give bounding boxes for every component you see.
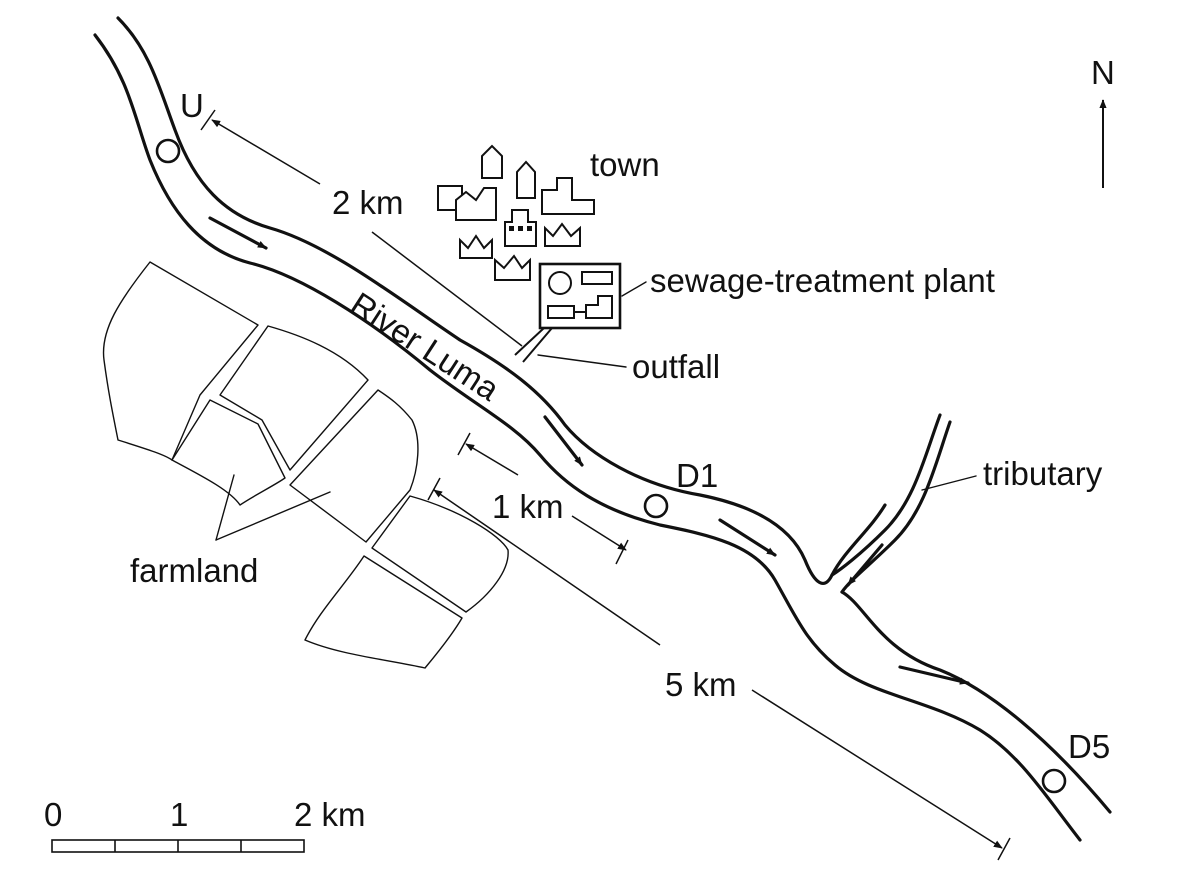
distance-outfall-to-d1: 1 km	[457, 432, 629, 565]
site-u-label: U	[180, 87, 204, 124]
tributary-bank-west	[830, 413, 942, 577]
dimension-tick	[427, 477, 441, 501]
tank-icon	[585, 295, 613, 319]
dimension-arrow	[211, 119, 321, 185]
dimension-arrow	[571, 515, 627, 551]
sewage-treatment-plant: sewage-treatment plant	[538, 262, 995, 330]
outfall-pipe	[522, 327, 553, 363]
river-name-label: River Luma	[344, 285, 506, 408]
house-icon	[455, 187, 497, 221]
farmland-leader-line	[215, 474, 235, 541]
dimension-arrow	[751, 689, 1003, 849]
house-icon	[459, 234, 493, 259]
river-bank-north-lower	[840, 590, 1112, 814]
farmland-label: farmland	[130, 552, 258, 589]
site-d5-label: D5	[1068, 728, 1110, 765]
house-icon	[516, 160, 536, 199]
settling-tank-icon	[548, 271, 572, 295]
window-icon	[509, 226, 514, 231]
field-outline	[304, 555, 463, 669]
plant-leader-line	[621, 281, 647, 297]
flow-arrow-3	[718, 518, 777, 557]
dimension-tick	[457, 432, 471, 456]
north-arrow: N	[1091, 54, 1115, 188]
town: town	[437, 144, 660, 281]
tributary-bank-east	[840, 420, 952, 594]
distance-label-5km: 5 km	[665, 666, 737, 703]
farmland: farmland	[102, 261, 509, 669]
dimension-line	[371, 231, 523, 347]
dimension-arrow	[465, 443, 519, 476]
site-d5-marker	[1041, 768, 1067, 794]
farmland-leader-line	[215, 491, 331, 541]
field-outline	[171, 399, 286, 506]
field-outline	[289, 389, 419, 543]
tributary-label: tributary	[983, 455, 1103, 492]
outfall-leader-line	[537, 354, 627, 368]
flow-arrow-tributary	[846, 543, 884, 587]
house-icon	[541, 177, 595, 215]
scale-bar: 0 1 2 km	[44, 796, 366, 853]
dimension-arrow	[433, 489, 661, 646]
distance-outfall-to-d5: 5 km	[427, 477, 1011, 861]
house-icon	[544, 222, 581, 247]
tank-icon	[547, 305, 575, 319]
outfall: outfall	[514, 327, 720, 385]
dimension-tick	[200, 109, 216, 131]
outfall-label: outfall	[632, 348, 720, 385]
river-bank-south	[93, 33, 1082, 842]
scale-tick-2km: 2 km	[294, 796, 366, 833]
tank-icon	[581, 271, 613, 285]
window-icon	[527, 226, 532, 231]
dimension-tick	[615, 539, 629, 565]
scale-tick-0: 0	[44, 796, 62, 833]
plant-label: sewage-treatment plant	[650, 262, 995, 299]
flow-arrow-1	[208, 216, 268, 250]
town-label: town	[590, 146, 660, 183]
distance-label-1km: 1 km	[492, 488, 564, 525]
window-icon	[518, 226, 523, 231]
site-u-marker	[155, 138, 181, 164]
distance-u-to-outfall: 2 km	[200, 109, 523, 347]
sampling-sites: U D1 D5	[155, 87, 1110, 794]
field-outline	[219, 325, 369, 471]
house-icon	[494, 254, 531, 281]
dimension-tick	[997, 837, 1011, 861]
outfall-pipe	[514, 327, 545, 356]
distance-label-2km: 2 km	[332, 184, 404, 221]
scale-tick-1: 1	[170, 796, 188, 833]
flow-arrow-4	[898, 665, 970, 685]
house-icon	[481, 144, 503, 179]
tributary-leader-line	[921, 475, 977, 491]
field-outline	[371, 495, 509, 613]
flow-arrow-2	[543, 415, 584, 467]
site-d1-label: D1	[676, 457, 718, 494]
north-label: N	[1091, 54, 1115, 91]
site-d1-marker	[643, 493, 669, 519]
field-outline	[102, 261, 259, 461]
river-bank-north	[116, 16, 887, 585]
